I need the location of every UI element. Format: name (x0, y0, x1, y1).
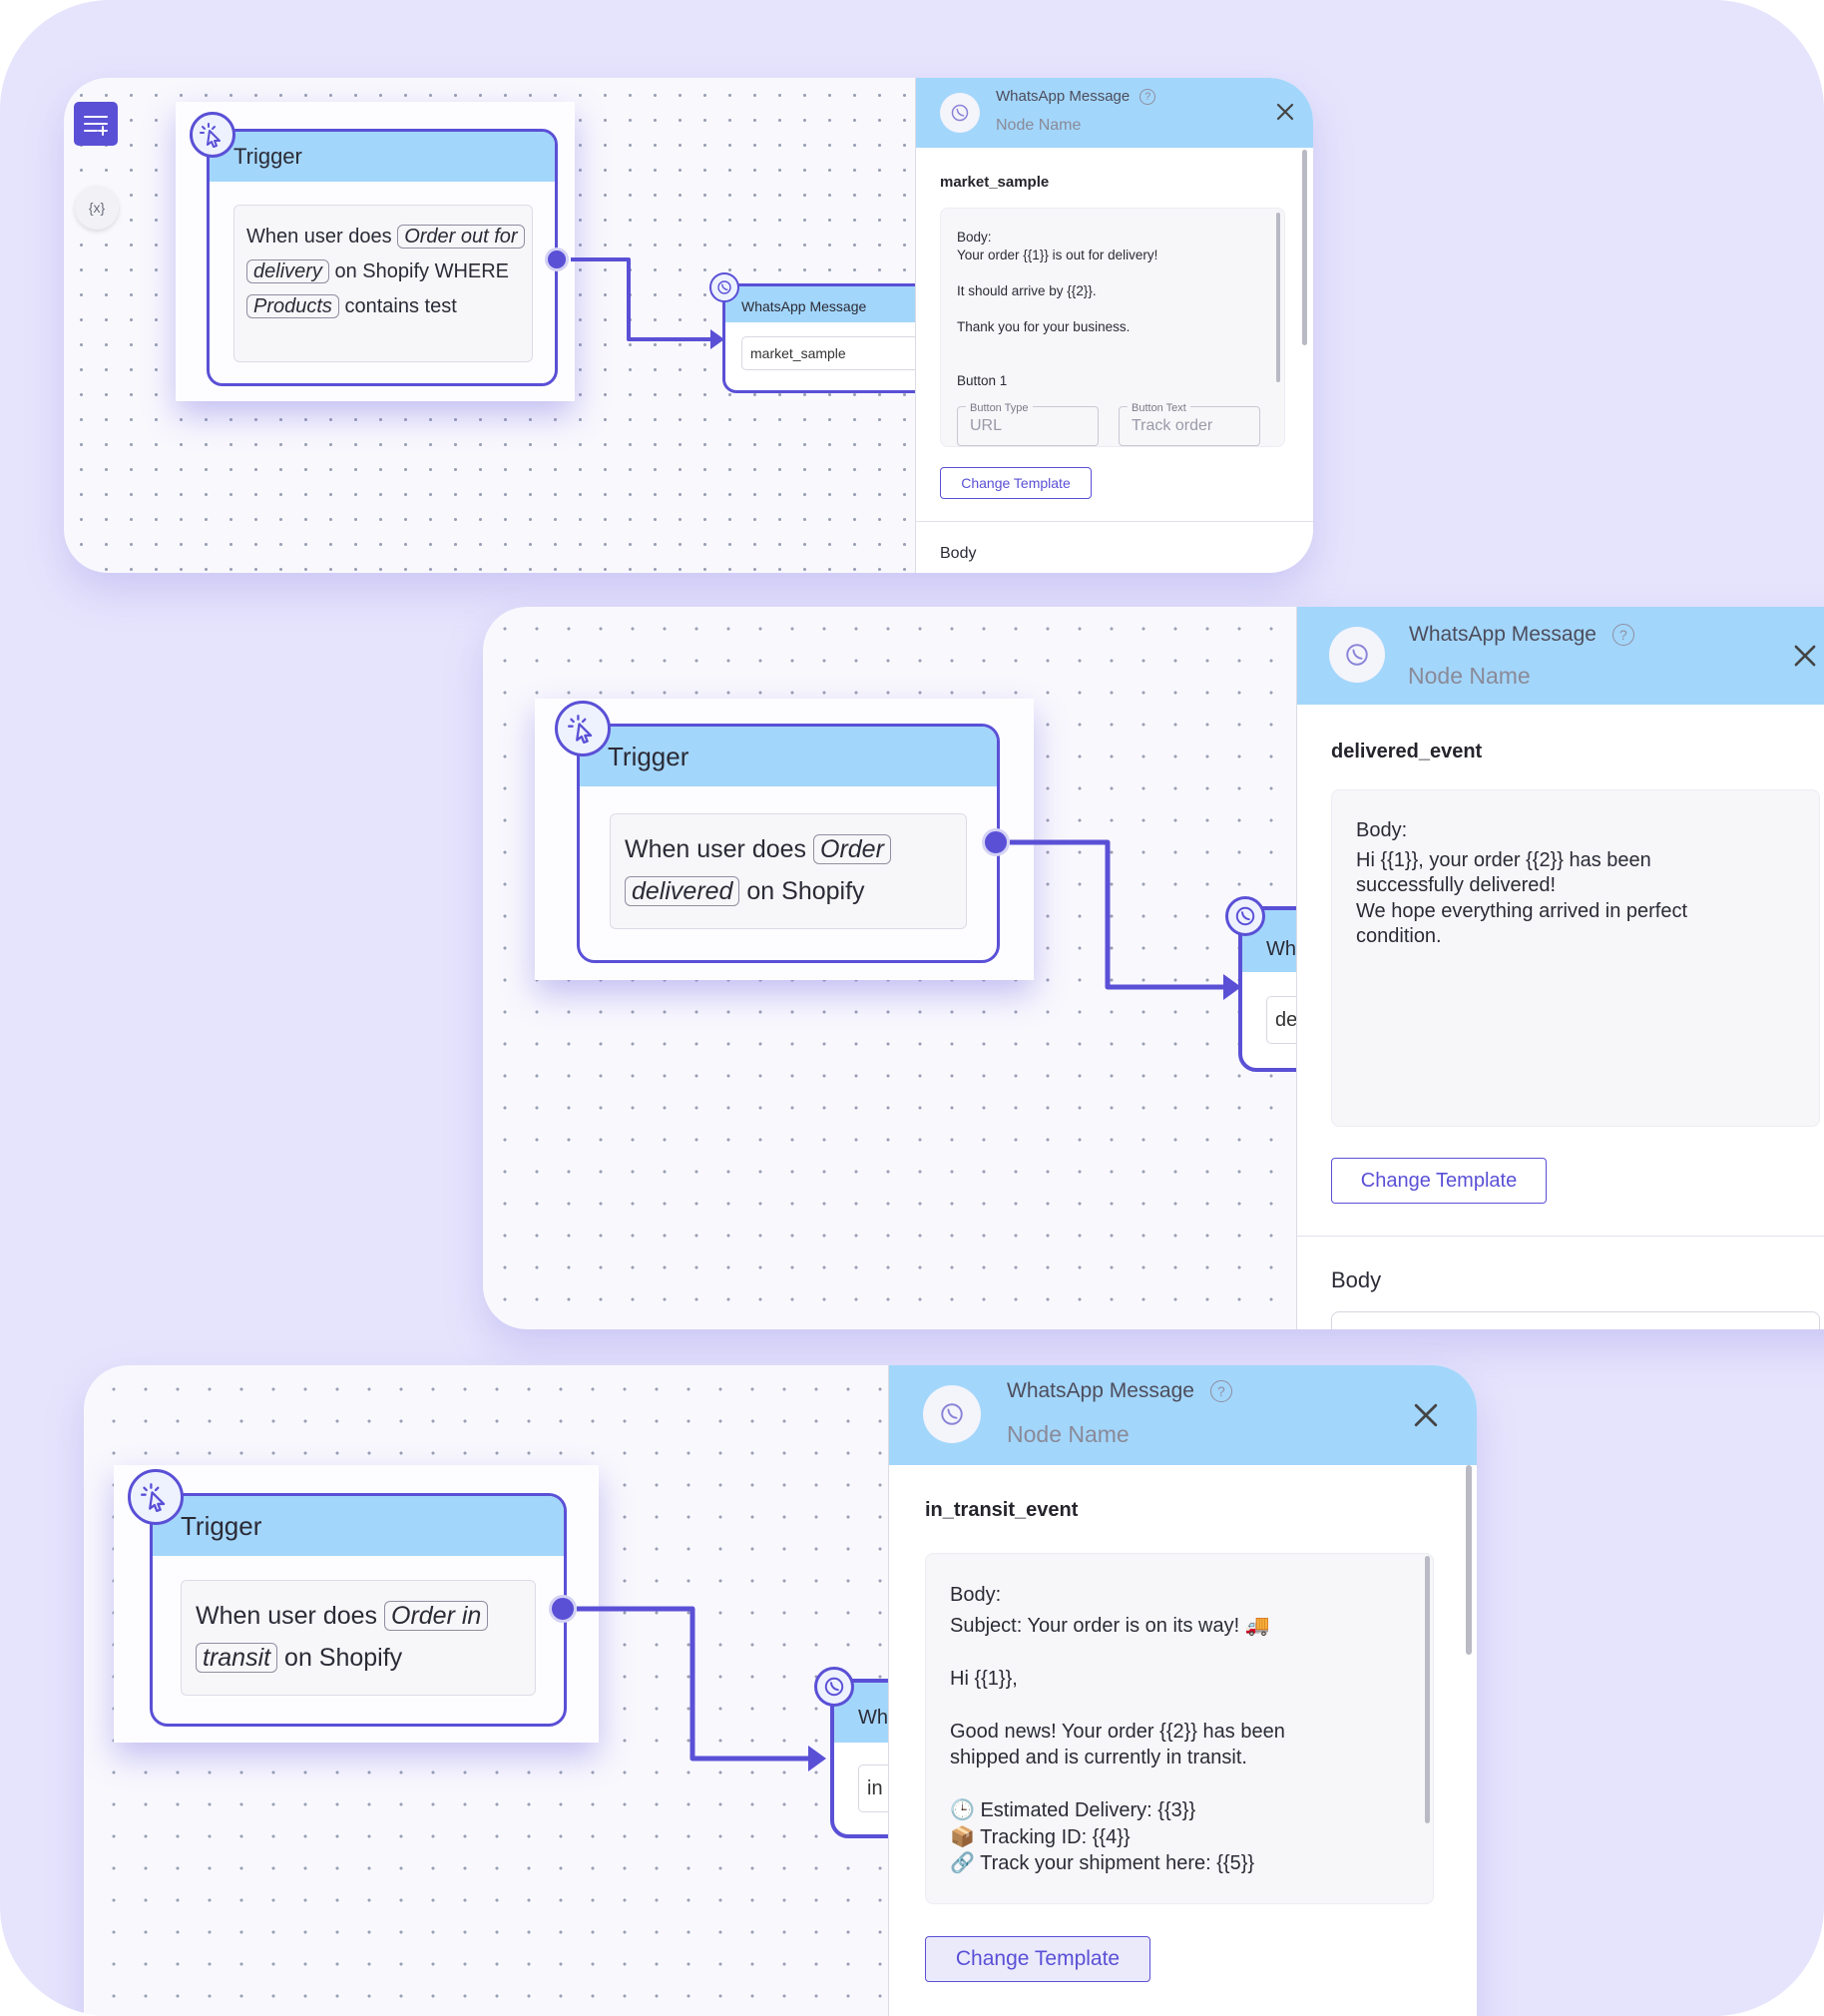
change-template-button[interactable]: Change Template (925, 1936, 1150, 1982)
edge-connector (571, 257, 724, 349)
output-handle[interactable] (545, 248, 569, 271)
pointer-click-icon (568, 715, 593, 744)
trigger-condition: When user does Order in transit on Shopi… (181, 1580, 536, 1696)
flow-card-1: {x} Trigger When user does Order out for… (64, 78, 1313, 573)
whatsapp-icon (1346, 644, 1368, 666)
help-circle-icon[interactable]: ? (1611, 624, 1634, 646)
node-name-input[interactable]: Node Name (996, 117, 1082, 134)
help-circle-icon[interactable]: ? (1209, 1380, 1232, 1402)
whatsapp-panel: WhatsApp Message ? Node Name market_samp… (915, 78, 1313, 573)
whatsapp-icon (951, 104, 969, 122)
node-name-input[interactable]: Node Name (1408, 663, 1531, 689)
template-body: Body: Your order {{1}} is out for delive… (940, 208, 1285, 447)
button-text-field[interactable]: Button Text Track order (1119, 399, 1260, 446)
panel-header: WhatsApp Message ? Node Name (916, 78, 1313, 148)
trigger-node-title: Trigger (181, 1510, 262, 1541)
event-chip[interactable]: Order in transit (196, 1601, 489, 1673)
node-name-input[interactable]: Node Name (1007, 1421, 1130, 1447)
output-handle[interactable] (549, 1595, 577, 1623)
panel-title: WhatsApp Message ? (1007, 1379, 1232, 1403)
event-chip[interactable]: Order delivered (625, 834, 891, 906)
template-name: delivered_event (1331, 741, 1483, 762)
panel-header: WhatsApp Message ? Node Name (889, 1365, 1477, 1465)
filter-chip[interactable]: Products (246, 294, 339, 318)
template-body: Body: Subject: Your order is on its way!… (925, 1553, 1434, 1904)
close-icon[interactable] (1792, 643, 1818, 669)
edge-connector (1010, 839, 1241, 1000)
edge-connector (577, 1606, 826, 1771)
trigger-node[interactable]: Trigger When user does Order out for del… (207, 129, 558, 386)
body-section-label: Body (940, 545, 977, 562)
trigger-node-card[interactable]: Trigger When user does Order delivered o… (535, 699, 1034, 980)
template-name: in_transit_event (925, 1499, 1079, 1521)
body-scrollbar[interactable] (1276, 213, 1280, 382)
whatsapp-icon (824, 1677, 844, 1697)
add-list-icon (84, 116, 108, 136)
button-type-field[interactable]: Button Type URL (957, 399, 1099, 446)
variables-button[interactable]: {x} (75, 186, 119, 230)
whatsapp-panel: WhatsApp Message ? Node Name in_transit_… (888, 1365, 1477, 2016)
whatsapp-panel: WhatsApp Message ? Node Name delivered_e… (1296, 607, 1824, 1329)
close-icon[interactable] (1412, 1401, 1440, 1429)
change-template-button[interactable]: Change Template (940, 467, 1092, 499)
help-circle-icon[interactable]: ? (1140, 88, 1156, 105)
body-input[interactable] (1331, 1311, 1820, 1329)
trigger-node-title: Trigger (233, 144, 302, 169)
variables-icon: {x} (88, 200, 106, 216)
template-body: Body: Hi {{1}}, your order {{2}} has bee… (1331, 789, 1820, 1127)
flow-card-2: Trigger When user does Order delivered o… (483, 607, 1824, 1329)
panel-whatsapp-icon (940, 93, 980, 133)
output-handle[interactable] (982, 828, 1010, 856)
body-scrollbar[interactable] (1425, 1556, 1430, 1823)
trigger-icon (555, 701, 611, 756)
trigger-condition: When user does Order out for delivery on… (233, 205, 533, 362)
template-name: market_sample (940, 174, 1050, 191)
panel-divider (1297, 1236, 1824, 1237)
whatsapp-node-icon (1225, 896, 1265, 936)
panel-divider (916, 521, 1313, 522)
add-node-button[interactable] (74, 102, 118, 146)
flow-card-3: Trigger When user does Order in transit … (84, 1365, 1477, 2016)
panel-scrollbar[interactable] (1466, 1465, 1472, 1655)
trigger-node[interactable]: Trigger When user does Order in transit … (150, 1493, 567, 1727)
trigger-condition: When user does Order delivered on Shopif… (610, 813, 967, 929)
panel-title: WhatsApp Message ? (996, 88, 1156, 105)
panel-scrollbar[interactable] (1302, 150, 1307, 345)
trigger-icon (190, 112, 235, 158)
whatsapp-node-icon (709, 272, 739, 302)
change-template-button[interactable]: Change Template (1331, 1158, 1547, 1204)
event-chip[interactable]: Order out for delivery (246, 225, 525, 283)
trigger-node-header: Trigger (153, 1496, 564, 1556)
trigger-icon (128, 1469, 184, 1525)
pointer-click-icon (200, 123, 221, 148)
whatsapp-icon (717, 280, 731, 294)
body-section-label: Body (1331, 1267, 1382, 1292)
pointer-click-icon (141, 1483, 166, 1512)
panel-whatsapp-icon (1329, 627, 1385, 683)
whatsapp-node-icon (814, 1667, 854, 1707)
trigger-node[interactable]: Trigger When user does Order delivered o… (577, 724, 1000, 963)
panel-whatsapp-icon (923, 1385, 981, 1443)
trigger-node-title: Trigger (608, 741, 689, 771)
close-icon[interactable] (1275, 102, 1295, 122)
whatsapp-icon (1235, 906, 1255, 926)
trigger-node-card[interactable]: Trigger When user does Order in transit … (114, 1465, 599, 1743)
whatsapp-icon (941, 1403, 963, 1425)
panel-header: WhatsApp Message ? Node Name (1297, 607, 1824, 705)
trigger-node-header: Trigger (580, 727, 997, 786)
panel-title: WhatsApp Message ? (1409, 623, 1634, 647)
trigger-node-card[interactable]: Trigger When user does Order out for del… (176, 102, 575, 401)
trigger-node-header: Trigger (210, 132, 555, 182)
